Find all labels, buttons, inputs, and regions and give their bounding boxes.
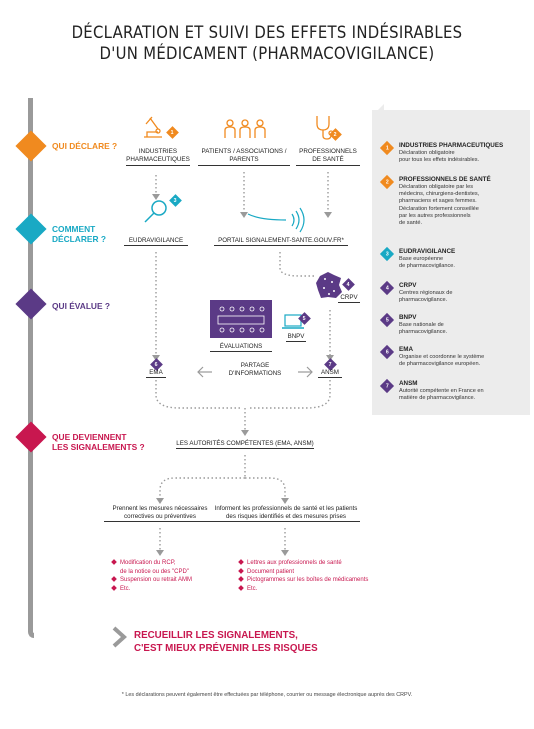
footnote: * Les déclarations peuvent également êtr… xyxy=(121,692,413,698)
actor-crpv: CRPV xyxy=(338,294,360,303)
legend-text: Organise et coordonne le système xyxy=(399,354,485,360)
legend-panel xyxy=(372,110,530,415)
title-line-2: D'UN MÉDICAMENT (PHARMACOVIGILANCE) xyxy=(99,44,435,63)
legend-text: Centres régionaux de xyxy=(399,290,453,296)
legend-heading: ANSM xyxy=(399,380,418,387)
left-actions-list: Modification du RCP, de la notice ou des… xyxy=(111,559,222,594)
france-map-icon xyxy=(316,272,342,298)
actor-evaluations: ÉVALUATIONS xyxy=(210,343,272,352)
meeting-icon xyxy=(210,300,272,338)
legend-heading: INDUSTRIES PHARMACEUTIQUES xyxy=(399,142,504,149)
legend-heading: EMA xyxy=(399,346,413,353)
legend-text: Déclaration obligatoire xyxy=(399,150,455,156)
legend-text: par les autres professionnels xyxy=(399,212,471,219)
step-label-who-declares: QUI DÉCLARE ? xyxy=(52,141,118,151)
portail-link[interactable]: PORTAIL SIGNALEMENT-SANTE.GOUV.FR* xyxy=(214,237,348,246)
outcome-measures: Prennent les mesures nécessaires correct… xyxy=(104,505,216,522)
actor-patients: PATIENTS / ASSOCIATIONS / PARENTS xyxy=(198,148,290,166)
spine-arrowhead xyxy=(112,626,127,648)
legend-text: pharmaciens et sages femmes. xyxy=(399,198,477,205)
list-item: Document patient xyxy=(238,568,379,577)
actor-eudravigilance: EUDRAVIGILANCE xyxy=(124,237,188,246)
actor-professionnels: PROFESSIONNELS DE SANTÉ xyxy=(296,148,360,166)
list-item: Etc. xyxy=(238,585,379,594)
list-item: Lettres aux professionnels de santé xyxy=(238,559,379,568)
legend-text: médecins, chirurgiens-dentistes, xyxy=(399,191,480,198)
timeline-spine xyxy=(28,98,34,638)
actor-bnpv: BNPV xyxy=(286,333,306,342)
legend-heading: EUDRAVIGILANCE xyxy=(399,248,456,255)
actor-ema: EMA xyxy=(146,369,166,378)
legend-text: de santé. xyxy=(399,220,423,227)
magnifier-icon xyxy=(144,200,167,223)
legend-text: Déclaration fortement conseillée xyxy=(399,205,479,212)
step-label-how-to-declare: COMMENT DÉCLARER ? xyxy=(52,224,106,244)
page-title: DÉCLARATION ET SUIVI DES EFFETS INDÉSIRA… xyxy=(0,22,534,64)
actor-ansm: ANSM xyxy=(318,369,342,378)
people-icon xyxy=(224,119,266,138)
legend-heading: BNPV xyxy=(399,314,417,321)
legend-text: matière de pharmacovigilance. xyxy=(399,395,476,402)
legend-text: Autorité compétente en France en xyxy=(399,388,484,394)
list-item: Suspension ou retrait AMM xyxy=(111,576,222,585)
actor-industries: INDUSTRIES PHARMACEUTIQUES xyxy=(126,148,190,166)
list-item: de la notice ou des "CPD" xyxy=(120,568,189,575)
step-label-who-evaluates: QUI ÉVALUE ? xyxy=(52,301,111,311)
legend-text: de pharmacovigilance. xyxy=(399,263,455,270)
legend-heading: CRPV xyxy=(399,282,417,289)
legend-text: de pharmacovigilance européen. xyxy=(399,361,481,368)
label-partage: PARTAGE D'INFORMATIONS xyxy=(228,362,282,377)
legend-text: Base européenne xyxy=(399,256,444,262)
legend-text: pharmacovigilance. xyxy=(399,329,448,336)
microscope-icon xyxy=(144,116,162,138)
legend-text: Base nationale de xyxy=(399,322,444,328)
list-item: Modification du RCP, xyxy=(111,559,222,568)
list-item: Etc. xyxy=(111,585,222,594)
legend-text: pharmacovigilance. xyxy=(399,297,448,304)
conclusion: RECUEILLIR LES SIGNALEMENTS, C'EST MIEUX… xyxy=(134,630,318,654)
outcome-inform: Informent les professionnels de santé et… xyxy=(212,505,360,522)
actor-autorites: LES AUTORITÉS COMPÉTENTES (EMA, ANSM) xyxy=(176,440,314,449)
legend-heading: PROFESSIONNELS DE SANTÉ xyxy=(399,176,491,183)
step-label-what-becomes: QUE DEVIENNENT LES SIGNALEMENTS ? xyxy=(52,432,145,452)
legend-text: Déclaration obligatoire par les xyxy=(399,184,474,190)
title-line-1: DÉCLARATION ET SUIVI DES EFFETS INDÉSIRA… xyxy=(71,23,463,42)
legend-text: pour tous les effets indésirables. xyxy=(399,157,480,164)
right-actions-list: Lettres aux professionnels de santé Docu… xyxy=(238,559,379,594)
list-item: Pictogrammes sur les boîtes de médicamen… xyxy=(238,576,379,585)
